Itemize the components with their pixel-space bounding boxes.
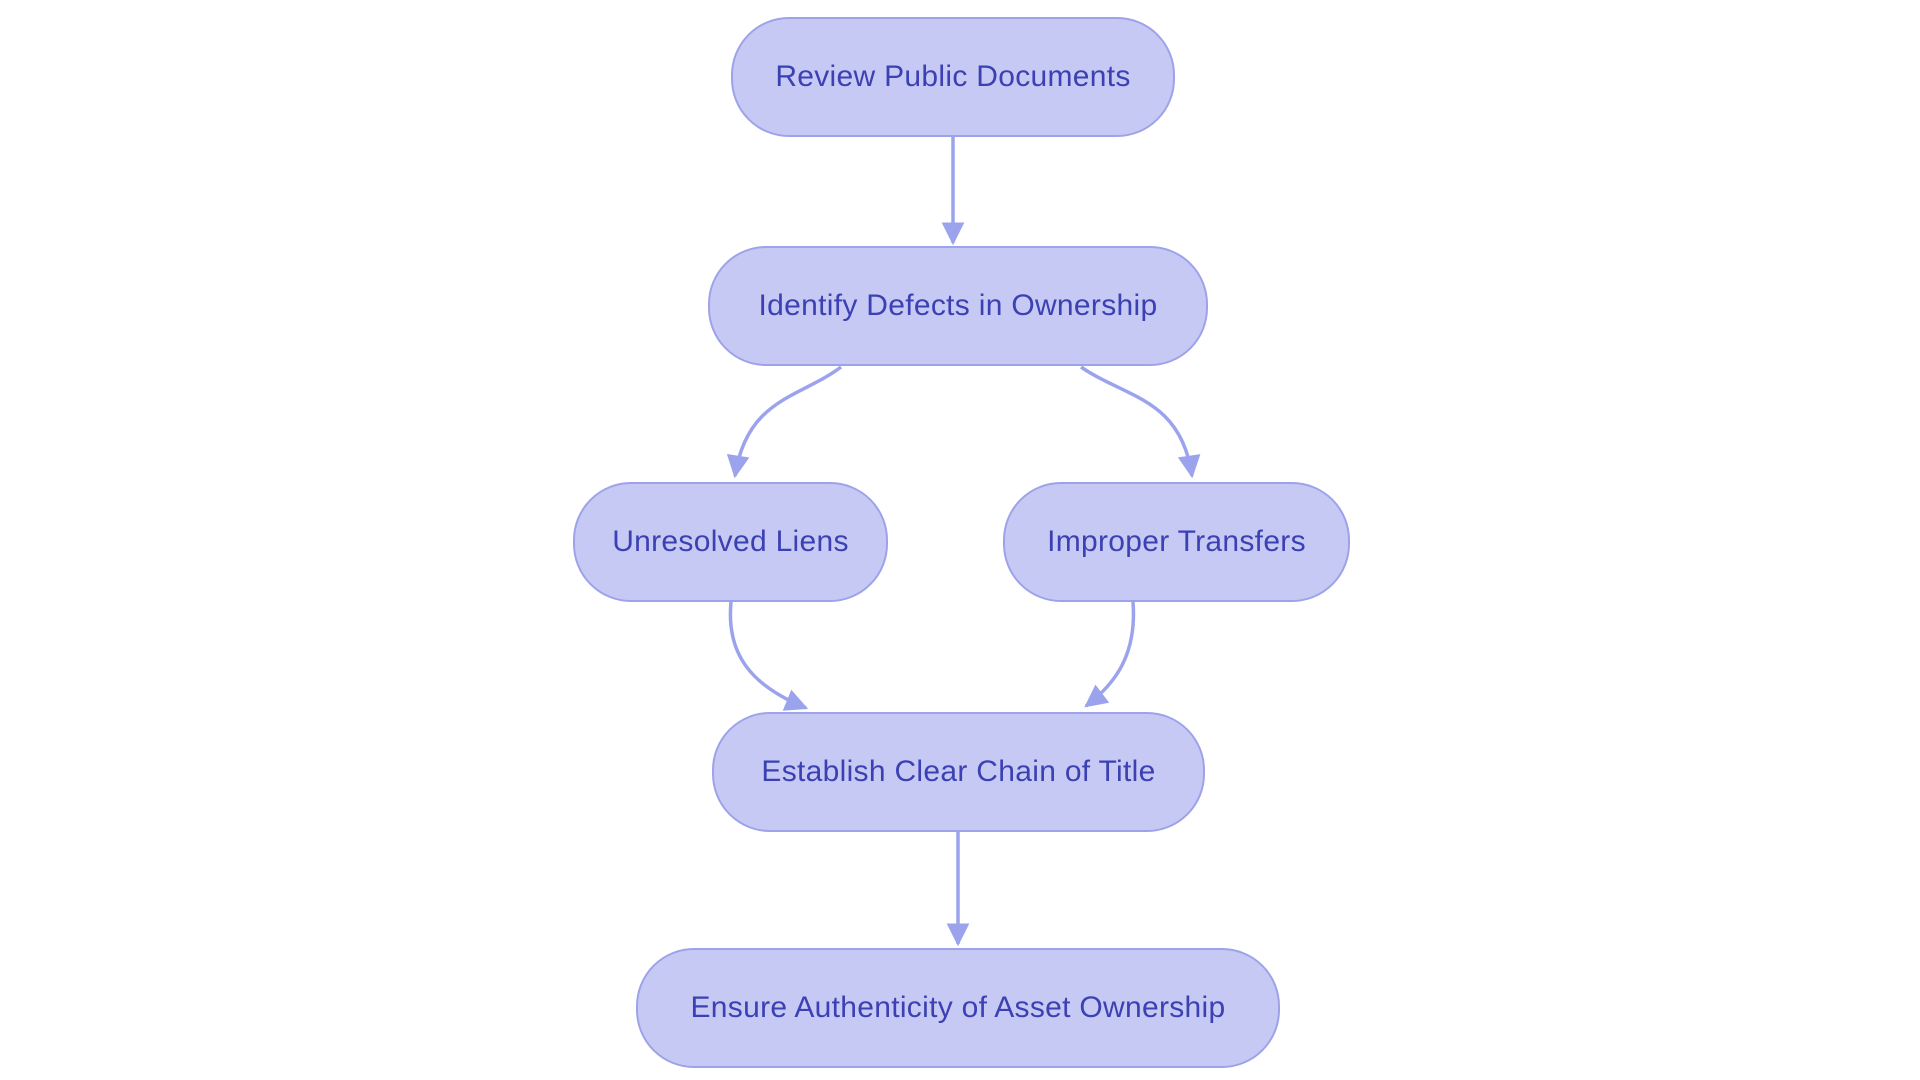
node-label: Review Public Documents [775, 60, 1131, 93]
edge-transfers-to-chain [1084, 601, 1136, 708]
node-label: Ensure Authenticity of Asset Ownership [690, 991, 1226, 1024]
edge-identify-to-transfers [1080, 365, 1201, 479]
edge-liens-to-chain [728, 601, 809, 711]
node-label: Unresolved Liens [612, 525, 849, 558]
node-establish-clear-chain-of-title: Establish Clear Chain of Title [712, 712, 1205, 832]
node-identify-defects-in-ownership: Identify Defects in Ownership [708, 246, 1208, 366]
node-label: Identify Defects in Ownership [758, 289, 1158, 322]
edge-identify-to-liens [726, 365, 843, 479]
node-review-public-documents: Review Public Documents [731, 17, 1175, 137]
node-improper-transfers: Improper Transfers [1003, 482, 1350, 602]
node-label: Improper Transfers [1047, 525, 1306, 558]
node-label: Establish Clear Chain of Title [761, 755, 1156, 788]
node-unresolved-liens: Unresolved Liens [573, 482, 888, 602]
node-ensure-authenticity-of-asset-ownership: Ensure Authenticity of Asset Ownership [636, 948, 1280, 1068]
